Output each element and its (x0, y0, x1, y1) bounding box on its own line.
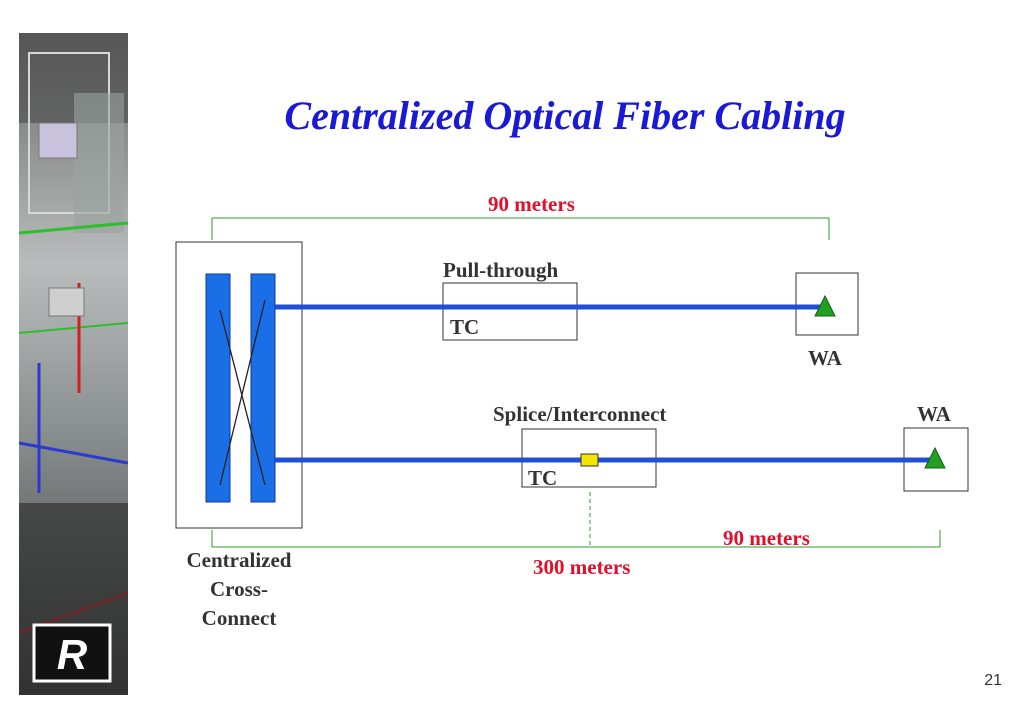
splice-interconnect-label: Splice/Interconnect (493, 402, 667, 426)
pull-through-label: Pull-through (443, 258, 559, 282)
cross-connect-label-line1: Centralized (186, 548, 292, 572)
patch-cord (219, 299, 266, 486)
tc-label-top: TC (450, 315, 480, 339)
patch-panel-right (250, 273, 276, 503)
distance-label-total: 300 meters (533, 555, 631, 579)
outlet-triangle-icon (924, 446, 946, 469)
distance-label-top: 90 meters (488, 192, 575, 216)
decorative-side-image: R (19, 33, 128, 695)
page-number: 21 (984, 672, 1002, 689)
cross-connect-label-line2: Cross- (210, 577, 268, 601)
splice-point (580, 453, 599, 467)
wa-label-bottom: WA (917, 402, 951, 426)
svg-text:R: R (57, 631, 88, 678)
distance-label-bottom-right: 90 meters (723, 526, 810, 550)
patch-panel-left (205, 273, 231, 503)
tc-box-top (442, 282, 578, 341)
tc-label-bottom: TC (528, 466, 558, 490)
wa-label-top: WA (808, 346, 842, 370)
bottom-dimension-bracket (211, 492, 941, 548)
wa-box-top (795, 272, 859, 336)
cross-connect-label-line3: Connect (201, 606, 277, 630)
cross-connect-rack (175, 241, 303, 529)
office-scene-illustration: R (19, 33, 128, 695)
slide-title: Centralized Optical Fiber Cabling (284, 93, 846, 138)
top-dimension-bracket (211, 217, 830, 240)
patch-cord (219, 309, 266, 486)
outlet-triangle-icon (814, 294, 836, 317)
